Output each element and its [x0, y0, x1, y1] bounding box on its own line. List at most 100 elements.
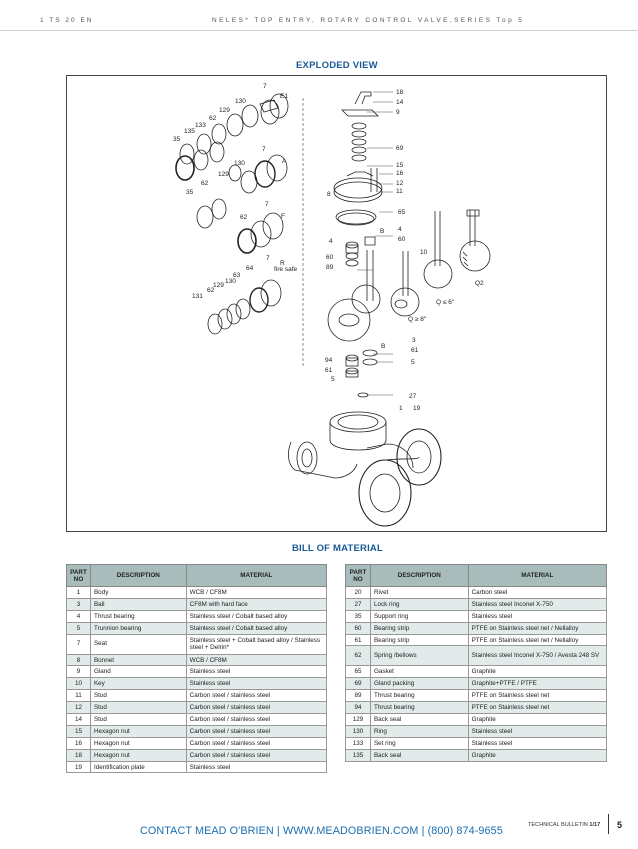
callout-69: 69	[396, 145, 404, 152]
callout-65: 65	[398, 209, 406, 216]
header-divider	[0, 30, 638, 31]
callout-62: 62	[240, 214, 248, 221]
callout-b: B	[381, 343, 385, 350]
callout-133: 133	[195, 122, 206, 129]
callout-7: 7	[263, 83, 267, 90]
seat-group-r	[207, 279, 282, 335]
callout-7: 7	[266, 255, 270, 262]
header-description: DESCRIPTION	[89, 564, 187, 587]
callout-3: 3	[412, 337, 416, 344]
callout-94: 94	[325, 357, 333, 364]
callout-19: 19	[413, 405, 421, 412]
callout-35: 35	[173, 136, 181, 143]
callout-61: 61	[411, 347, 419, 354]
header-part-no: PART NO	[345, 564, 371, 587]
callout-f: F	[281, 213, 285, 220]
callout-11: 11	[396, 188, 403, 195]
ball-q2	[423, 209, 491, 289]
callout-62: 62	[201, 180, 209, 187]
valve-body	[287, 411, 442, 527]
callout-9: 9	[396, 109, 400, 116]
callout-35: 35	[186, 189, 194, 196]
header-doc-title: NELES* TOP ENTRY, ROTARY CONTROL VALVE,S…	[212, 17, 525, 24]
exploded-view-svg: 7 E1 130 129 62 133 135 35 7 130 A 129 6…	[173, 83, 491, 527]
callout-14: 14	[396, 99, 404, 106]
callout-129: 129	[213, 282, 224, 289]
callout-e1: E1	[280, 93, 288, 100]
header-part-no: PART NO	[66, 564, 91, 587]
header-description: DESCRIPTION	[369, 564, 469, 587]
ball-small	[390, 251, 420, 317]
callout-89: 89	[326, 264, 334, 271]
seat-group-f	[196, 198, 284, 254]
callout-15: 15	[396, 162, 404, 169]
callout-60: 60	[398, 236, 406, 243]
callout-60: 60	[326, 254, 334, 261]
bom-title: BILL OF MATERIAL	[292, 543, 383, 554]
header-material: MATERIAL	[185, 564, 328, 587]
bulletin-number: 1/17	[589, 822, 601, 828]
bulletin-label: TECHNICAL BULLETIN	[528, 822, 588, 828]
callout-4: 4	[398, 226, 402, 233]
seat-group-a	[175, 141, 288, 194]
callout-8: 8	[327, 191, 331, 198]
callout-5: 5	[411, 359, 415, 366]
callout-18: 18	[396, 89, 404, 96]
diagram-callouts: 7 E1 130 129 62 133 135 35 7 130 A 129 6…	[173, 83, 484, 412]
seat-group-e1	[179, 93, 289, 165]
exploded-view-title: EXPLODED VIEW	[296, 60, 378, 71]
callout-129: 129	[219, 107, 230, 114]
ball-large	[327, 250, 381, 342]
callout-129: 129	[218, 171, 229, 178]
callout-63: 63	[233, 272, 241, 279]
callout-62: 62	[209, 115, 217, 122]
footer-bulletin: TECHNICAL BULLETIN 1/17	[528, 822, 600, 828]
callout-a: A	[282, 158, 287, 165]
lower-bearing-stack	[345, 349, 378, 398]
footer-contact-line: CONTACT MEAD O'BRIEN | WWW.MEADOBRIEN.CO…	[140, 825, 503, 837]
callout-131: 131	[192, 293, 203, 300]
callout-b: B	[380, 228, 384, 235]
page-header: 1 TS 20 EN NELES* TOP ENTRY, ROTARY CONT…	[0, 0, 638, 36]
callout-q-ge-8: Q ≥ 8"	[408, 316, 427, 323]
upper-bearing-stack	[345, 236, 376, 267]
callout-135: 135	[184, 128, 195, 135]
callout-130: 130	[225, 278, 236, 285]
exploded-view-drawing: 7 E1 130 129 62 133 135 35 7 130 A 129 6…	[66, 75, 607, 532]
callout-27: 27	[409, 393, 417, 400]
callout-4: 4	[329, 238, 333, 245]
callout-64: 64	[246, 265, 254, 272]
callout-130: 130	[234, 160, 245, 167]
callout-10: 10	[420, 249, 428, 256]
callout-61: 61	[325, 367, 333, 374]
callout-7: 7	[262, 146, 266, 153]
callout-1: 1	[399, 405, 403, 412]
header-doc-code: 1 TS 20 EN	[40, 17, 94, 24]
leader-lines	[357, 91, 393, 396]
